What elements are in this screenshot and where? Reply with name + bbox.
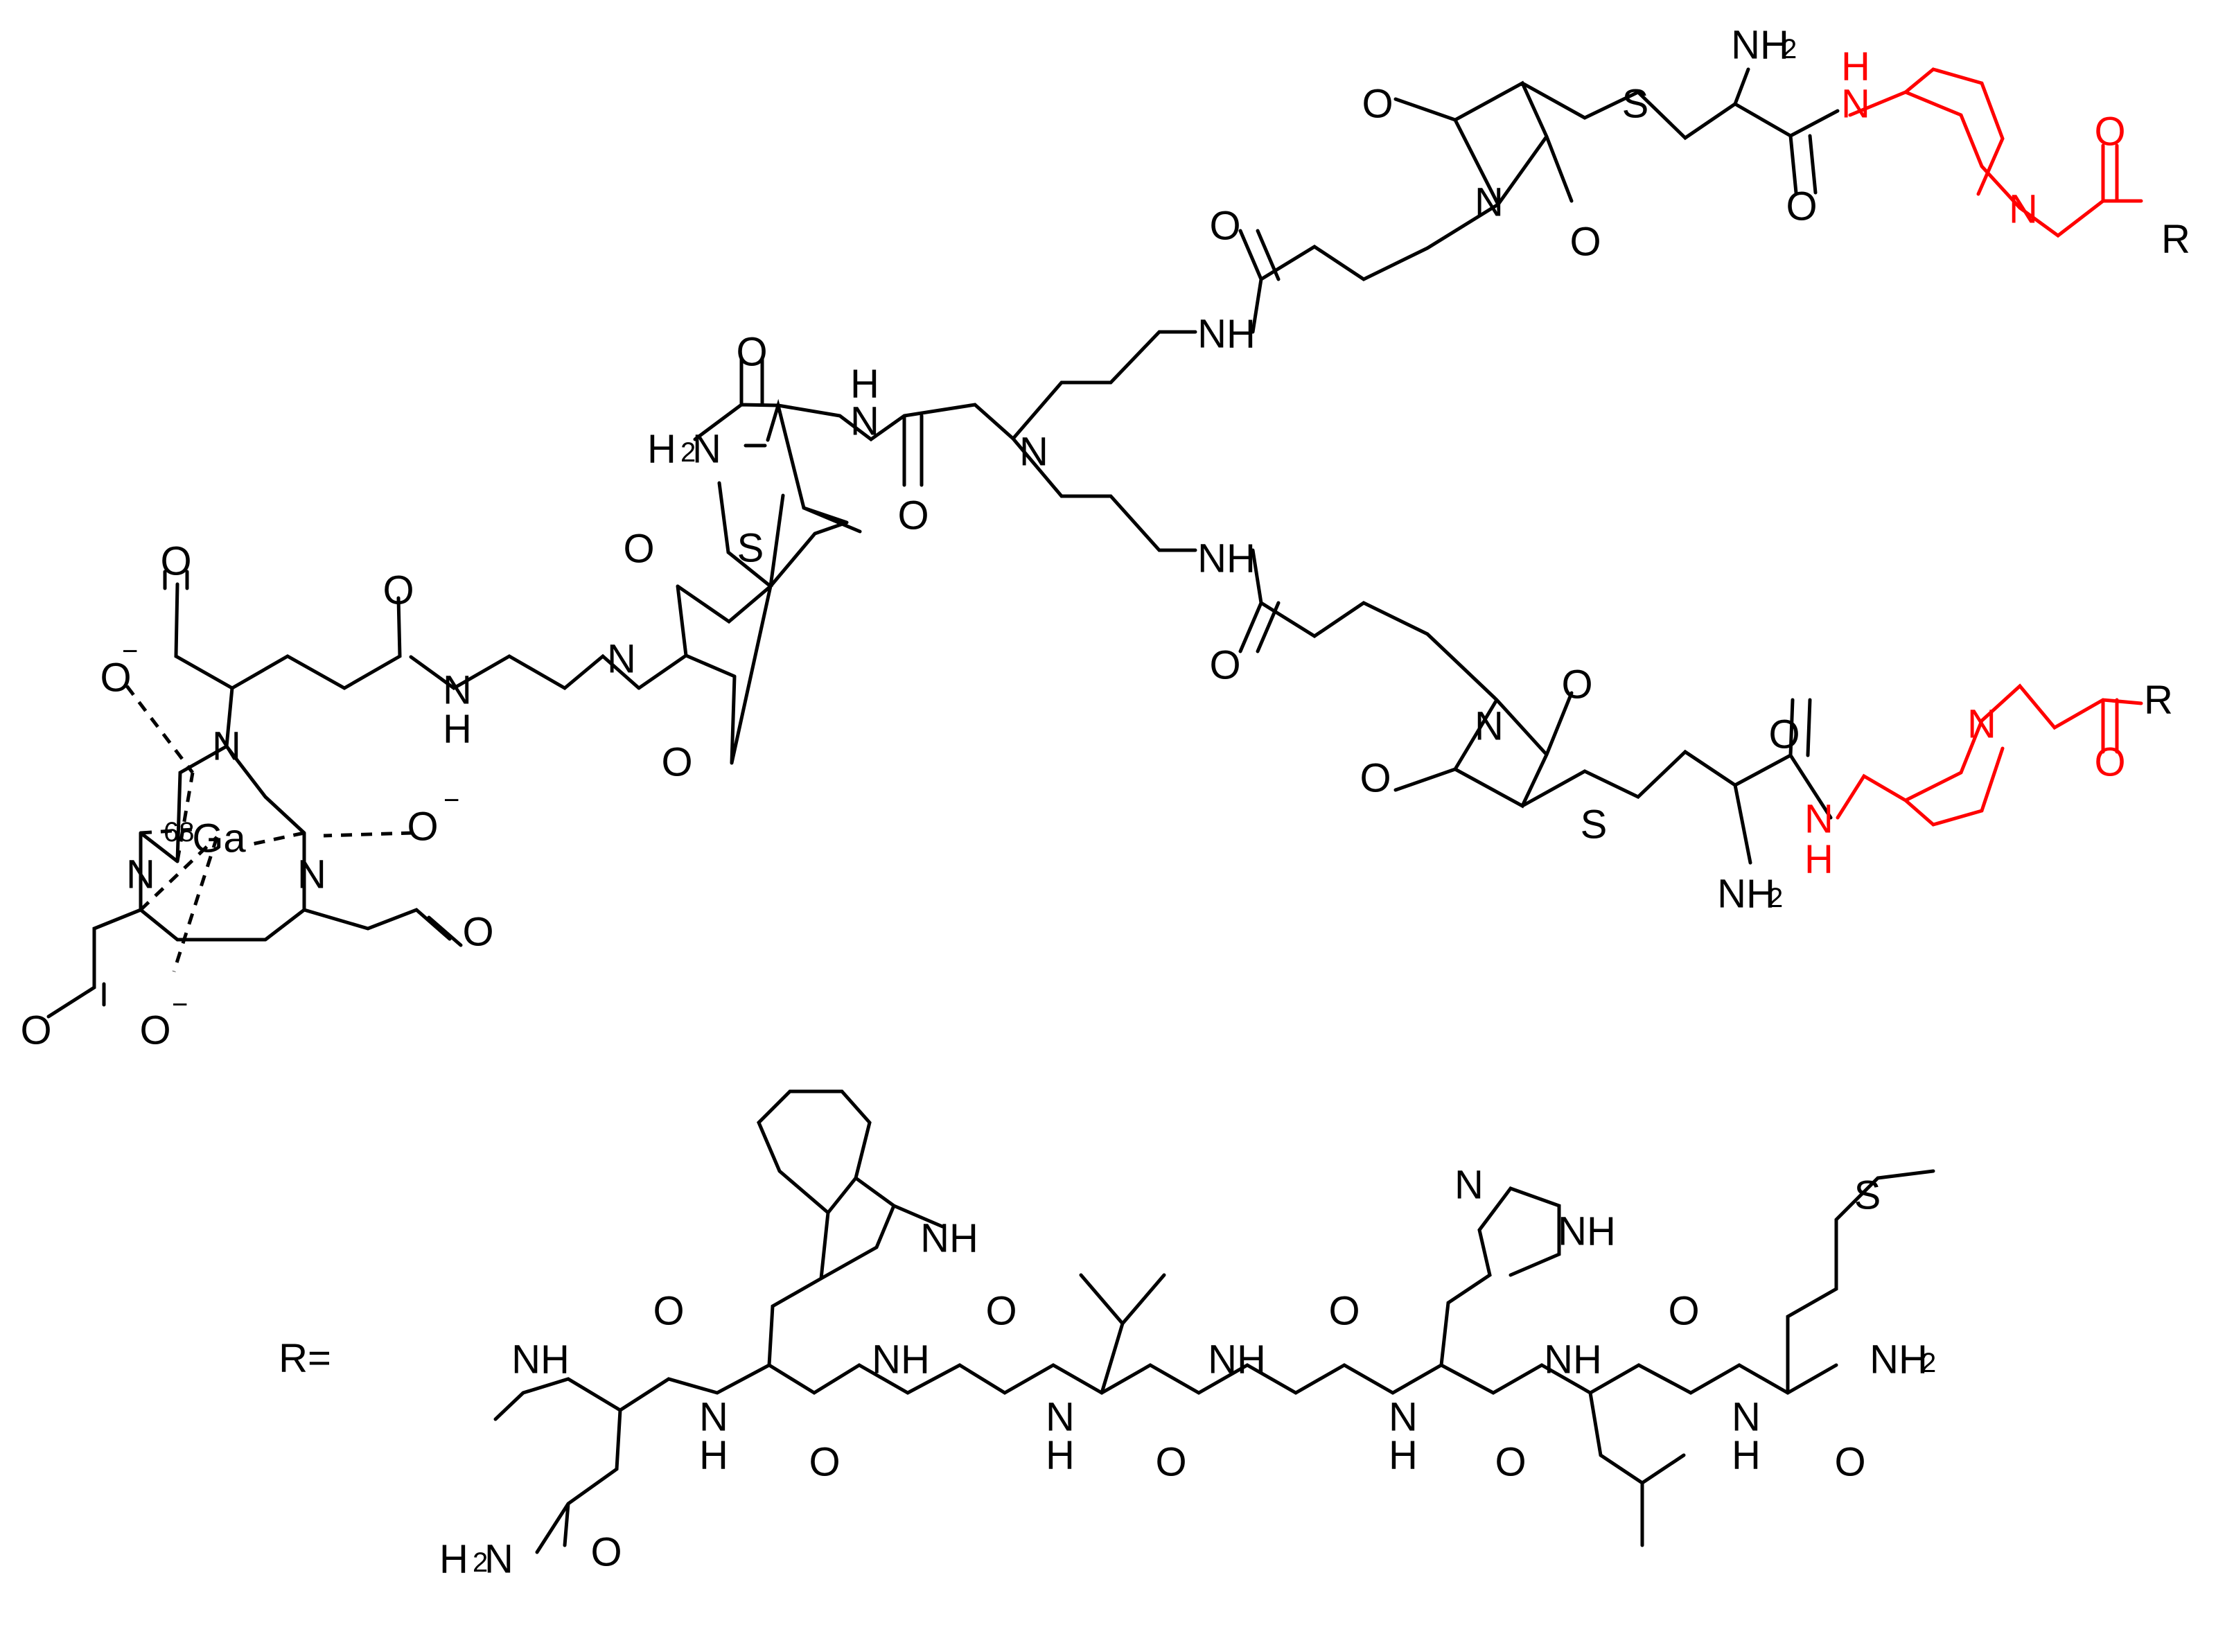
atom-label-O: O bbox=[100, 656, 131, 701]
atom-label-N: N bbox=[692, 427, 721, 472]
atom-label-O: O bbox=[407, 805, 438, 850]
atom-label-H: H bbox=[1732, 1433, 1761, 1478]
atom-label-N: N bbox=[1475, 704, 1504, 749]
atom-label-NH2: NH bbox=[1731, 23, 1789, 68]
R-group-label: R bbox=[2161, 217, 2190, 262]
atom-label-H: H bbox=[1389, 1433, 1418, 1478]
atom-label-O: O bbox=[1561, 662, 1592, 708]
atom-label-O: O bbox=[1362, 82, 1393, 127]
atom-label-NH: NH bbox=[1197, 536, 1256, 581]
atom-label-H: H bbox=[1046, 1433, 1075, 1478]
atom-label-O: O bbox=[590, 1530, 622, 1575]
imidazole-NH-label: NH bbox=[1558, 1209, 1616, 1254]
atom-label-H: H bbox=[699, 1433, 728, 1478]
atom-label-N: N bbox=[212, 724, 241, 769]
atom-label-H2N: H bbox=[439, 1537, 468, 1582]
atom-label-NH: NH bbox=[511, 1337, 570, 1382]
atom-label-O: O bbox=[139, 1008, 170, 1053]
atom-label-N: N bbox=[850, 399, 879, 444]
atom-label-O: O bbox=[653, 1289, 684, 1334]
atom-label-S: S bbox=[737, 526, 764, 571]
bond-network bbox=[46, 67, 1935, 1554]
atom-label-O: O bbox=[661, 740, 692, 785]
atom-label-O: O bbox=[1209, 204, 1240, 249]
red-atom-label-O: O bbox=[2094, 109, 2125, 155]
atom-label-N: N bbox=[297, 852, 326, 897]
red-atom-label-N: N bbox=[1841, 82, 1870, 127]
atom-label-NH: N bbox=[443, 668, 472, 713]
atom-label-O: O bbox=[160, 539, 191, 584]
R-group-label: R bbox=[2144, 678, 2173, 723]
atom-label-N: N bbox=[699, 1395, 728, 1440]
atom-label-N: N bbox=[1732, 1395, 1761, 1440]
red-atom-label-N: N bbox=[1804, 797, 1833, 842]
atom-label-O: O bbox=[897, 493, 929, 538]
subscript-2: 2 bbox=[1768, 883, 1783, 913]
atom-label-O: O bbox=[1155, 1440, 1186, 1485]
charge-label: − bbox=[122, 636, 138, 667]
atom-label-O: O bbox=[1834, 1440, 1865, 1485]
atom-label-H2N: H bbox=[647, 427, 676, 472]
atom-label-O: O bbox=[1328, 1289, 1360, 1334]
atom-label-O: O bbox=[736, 330, 767, 375]
atom-label-S: S bbox=[1622, 82, 1649, 127]
atom-label-NH: NH bbox=[872, 1337, 930, 1382]
atom-label-N: N bbox=[484, 1537, 513, 1582]
atom-label-O: O bbox=[20, 1008, 51, 1053]
subscript-2: 2 bbox=[680, 437, 696, 468]
central-N-label: N bbox=[1019, 430, 1048, 475]
atom-label-NH2: NH bbox=[1717, 872, 1775, 917]
atom-label-O: O bbox=[809, 1440, 840, 1485]
isotope-label: 68 bbox=[164, 817, 195, 847]
atom-label-O: O bbox=[1209, 643, 1240, 688]
atom-label-O: O bbox=[1495, 1440, 1526, 1485]
atom-label-N: N bbox=[1389, 1395, 1418, 1440]
atom-label-N: N bbox=[607, 637, 636, 682]
atom-label-N: N bbox=[1475, 180, 1504, 225]
atom-label-O: O bbox=[1768, 712, 1800, 757]
atom-label-H: H bbox=[850, 362, 879, 407]
atom-label-O: O bbox=[1786, 184, 1817, 229]
subscript-2: 2 bbox=[1782, 34, 1797, 64]
subscript-2: 2 bbox=[1921, 1348, 1936, 1378]
indole-NH-label: NH bbox=[920, 1216, 978, 1261]
red-piperidine-rings bbox=[1836, 67, 2143, 827]
atom-label-S: S bbox=[1581, 802, 1608, 847]
atom-label-NH: NH bbox=[1208, 1337, 1266, 1382]
atom-label-O: O bbox=[382, 568, 414, 613]
red-atom-label-N: N bbox=[1967, 702, 1996, 747]
charge-label: − bbox=[172, 990, 188, 1020]
red-atom-label-O: O bbox=[2094, 740, 2125, 785]
atom-label-S: S bbox=[1854, 1173, 1881, 1218]
metal-atom-label: Ga bbox=[192, 816, 246, 861]
atom-label-O: O bbox=[1569, 220, 1601, 265]
atom-label-O: O bbox=[985, 1289, 1017, 1334]
atom-label-NH: NH bbox=[1197, 312, 1256, 357]
red-atom-label-H: H bbox=[1804, 837, 1833, 882]
atom-labels: 68 Ga O O − N N N O − O O O − O N H N O … bbox=[20, 23, 2190, 1582]
red-atom-label-N: N bbox=[2009, 187, 2038, 232]
imidazole-N-label: N bbox=[1454, 1163, 1484, 1208]
atom-label-H: H bbox=[443, 707, 472, 752]
atom-label-O: O bbox=[462, 910, 493, 955]
atom-label-N: N bbox=[1046, 1395, 1075, 1440]
r-definition-label: R= bbox=[279, 1336, 331, 1381]
atom-label-O: O bbox=[623, 527, 654, 572]
charge-label: − bbox=[443, 785, 459, 816]
atom-label-O: O bbox=[1668, 1289, 1699, 1334]
atom-label-O: O bbox=[1360, 756, 1391, 801]
red-atom-label-H: H bbox=[1841, 44, 1870, 89]
atom-label-N: N bbox=[126, 852, 155, 897]
atom-label-NH: NH bbox=[1544, 1337, 1602, 1382]
subscript-2: 2 bbox=[473, 1547, 488, 1578]
atom-label-NH2: NH bbox=[1870, 1337, 1928, 1382]
